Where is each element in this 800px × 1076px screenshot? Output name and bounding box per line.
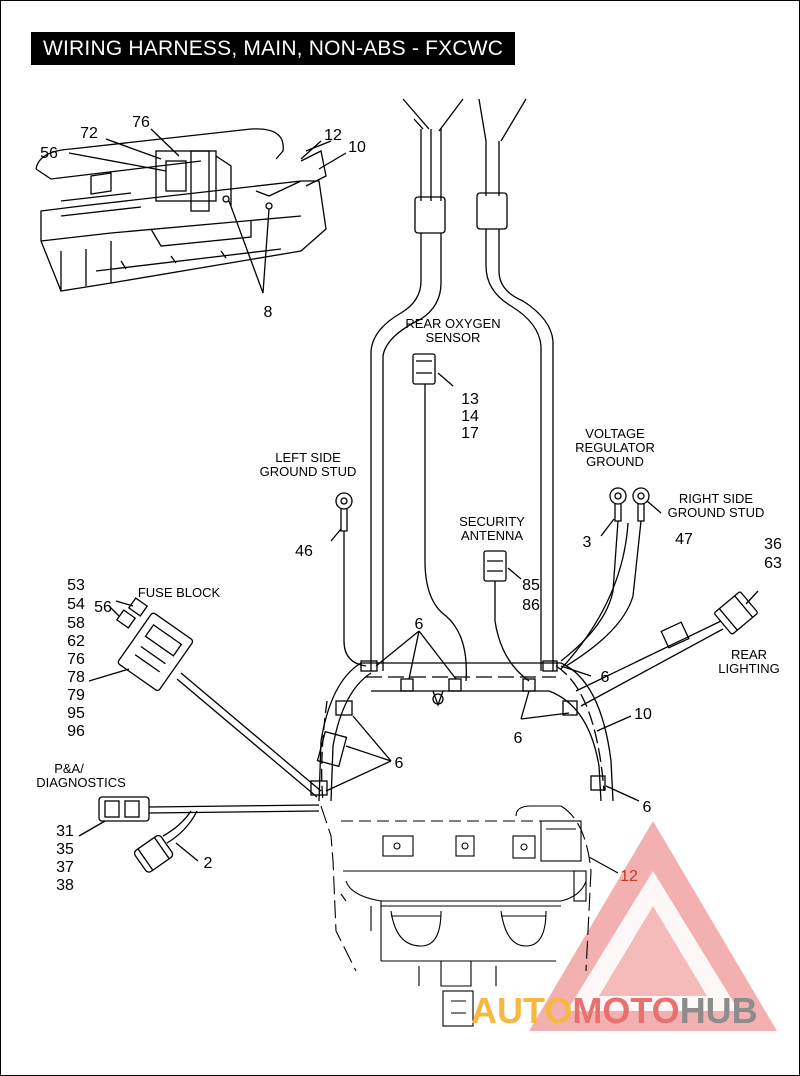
callout-fuse-56: 56 [94,599,112,616]
rear-lighting-connector [575,590,759,707]
callout-diag-2: 2 [204,855,213,872]
watermark-auto: AUTO [471,990,572,1031]
callout-fuse-95: 95 [67,705,85,722]
callout-clip-6-top: 6 [415,616,424,633]
pa-diagnostics-connectors [78,796,320,873]
callout-lighting-63: 63 [764,555,782,572]
callout-conduit-10: 10 [634,706,652,723]
diagram-title: WIRING HARNESS, MAIN, NON-ABS - FXCWC [31,32,516,65]
security-antenna [483,550,530,682]
label-rear-lighting-1: REAR [731,647,767,662]
callout-antenna-86: 86 [522,597,540,614]
callout-inset-56: 56 [40,145,58,162]
callout-diag-35: 35 [56,841,74,858]
callout-fuse-62: 62 [67,633,85,650]
label-security-antenna-2: ANTENNA [461,528,523,543]
label-voltage-reg-1: VOLTAGE [585,426,645,441]
callout-clip-6-right: 6 [601,669,610,686]
callout-fuse-96: 96 [67,723,85,740]
watermark-moto: MOTO [572,990,679,1031]
callout-lighting-36: 36 [764,536,782,553]
callout-fuse-78: 78 [67,669,85,686]
callout-ground-47: 47 [675,531,693,548]
rear-oxygen-sensor [412,353,467,682]
callout-antenna-85: 85 [522,577,540,594]
callout-fuse-53: 53 [67,577,85,594]
callout-tray-12: 12 [620,868,638,885]
callout-oxygen-13: 13 [461,391,479,408]
label-rear-oxygen-2: SENSOR [426,330,481,345]
callout-clip-6-lower-right: 6 [643,799,652,816]
callout-diag-37: 37 [56,859,74,876]
component-labels: REAR OXYGEN SENSOR LEFT SIDE GROUND STUD… [36,316,779,790]
label-pa-diag-1: P&A/ [54,761,84,776]
callout-diag-38: 38 [56,877,74,894]
callout-oxygen-14: 14 [461,408,479,425]
inset-tray-assembly [35,128,347,294]
callout-inset-72: 72 [80,125,98,142]
callout-ground-46: 46 [295,543,313,560]
label-pa-diag-2: DIAGNOSTICS [36,775,126,790]
callout-fuse-79: 79 [67,687,85,704]
label-right-ground-2: GROUND STUD [668,505,765,520]
callout-inset-12: 12 [324,127,342,144]
callout-diag-31: 31 [56,823,74,840]
callout-inset-8: 8 [264,304,273,321]
callout-ground-3: 3 [583,534,592,551]
callout-numbers: 72 76 56 12 10 8 13 14 17 46 3 47 85 86 … [40,114,782,894]
callout-inset-76: 76 [132,114,150,131]
label-left-ground-2: GROUND STUD [260,464,357,479]
callout-fuse-54: 54 [67,596,85,613]
label-rear-oxygen-1: REAR OXYGEN [405,316,500,331]
frame-loop-conduit [310,630,640,802]
label-right-ground-1: RIGHT SIDE [679,491,753,506]
watermark-logo [529,821,777,1031]
svg-text:AUTOMOTOHUB: AUTOMOTOHUB [471,990,758,1031]
lower-frame-tray [320,805,619,1027]
callout-fuse-76: 76 [67,651,85,668]
callout-inset-10: 10 [348,139,366,156]
label-fuse-block: FUSE BLOCK [138,585,221,600]
upper-harness-trunks [370,98,554,671]
label-left-ground-1: LEFT SIDE [275,450,341,465]
watermark-text: AUTOMOTOHUB [471,990,758,1031]
label-security-antenna-1: SECURITY [459,514,525,529]
label-voltage-reg-2: REGULATOR [575,440,655,455]
callout-oxygen-17: 17 [461,425,479,442]
callout-clip-6-left: 6 [395,755,404,772]
label-rear-lighting-2: LIGHTING [718,661,779,676]
watermark-hub: HUB [680,990,758,1031]
callout-fuse-58: 58 [67,615,85,632]
fuse-block [88,597,322,798]
label-voltage-reg-3: GROUND [586,454,644,469]
ground-studs [330,487,662,670]
callout-clip-6-mid: 6 [514,730,523,747]
